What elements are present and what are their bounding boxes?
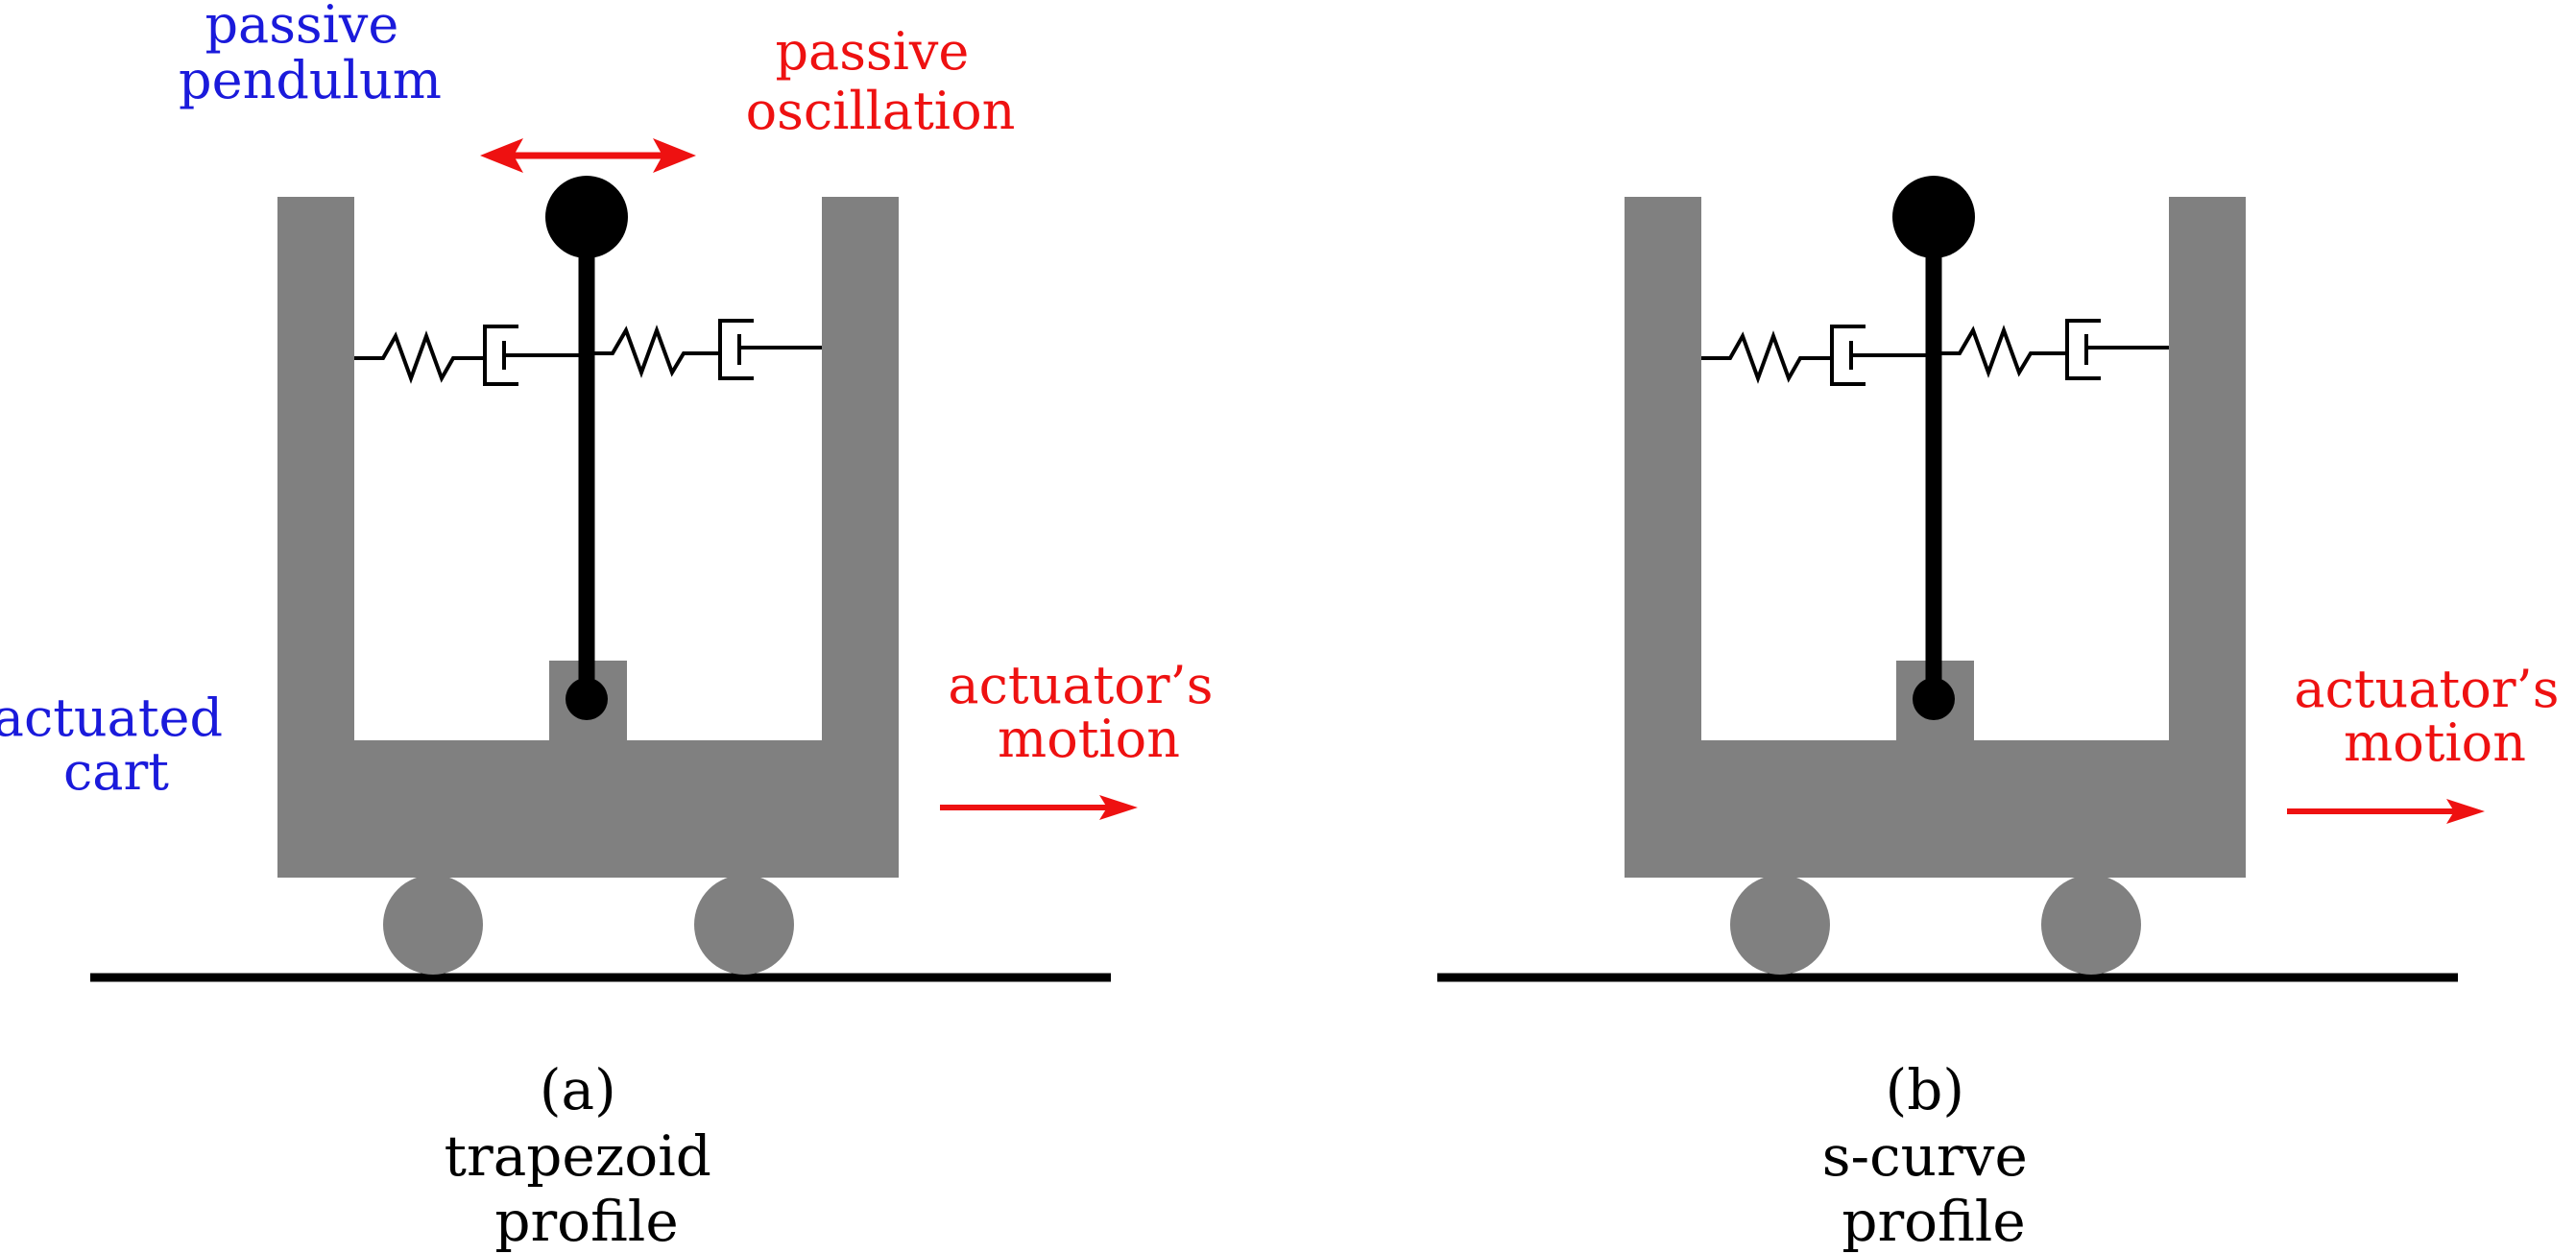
label-actuator-motion: actuator’s motion xyxy=(2294,659,2575,773)
spring-damper-right xyxy=(587,319,822,380)
wheel-right xyxy=(2041,875,2141,975)
label-passive-oscillation: passive oscillation xyxy=(746,21,1016,141)
caption-a: (a) trapezoid profile xyxy=(445,1057,730,1254)
caption-b: (b) s-curve profile xyxy=(1822,1057,2045,1254)
label-actuated-cart: actuated cart xyxy=(0,687,239,802)
panel-b: actuator’s motion (b) s-curve profile xyxy=(1437,176,2575,1254)
pivot-joint xyxy=(566,678,608,720)
cart-base xyxy=(1625,740,2246,878)
oscillation-arrow-icon xyxy=(480,138,696,173)
spring-damper-left xyxy=(354,325,587,386)
motion-arrow-icon xyxy=(2287,799,2485,824)
cart-wall-right xyxy=(822,197,899,740)
pivot-joint xyxy=(1913,678,1955,720)
spring-damper-left xyxy=(1701,325,1934,386)
wheel-left xyxy=(383,875,483,975)
cart-base xyxy=(277,740,899,878)
motion-arrow-icon xyxy=(940,795,1138,820)
pendulum-bob xyxy=(1892,176,1975,258)
label-passive-pendulum: passive pendulum xyxy=(179,0,442,110)
cart-wall-right xyxy=(2169,197,2246,740)
spring-damper-right xyxy=(1934,319,2169,380)
wheel-left xyxy=(1730,875,1830,975)
cart-wall-left xyxy=(277,197,354,740)
pendulum-bob xyxy=(545,176,628,258)
wheel-right xyxy=(694,875,794,975)
label-actuator-motion: actuator’s motion xyxy=(948,655,1229,769)
panel-a: passive pendulum passive oscillation act… xyxy=(0,0,1229,1254)
cart-wall-left xyxy=(1625,197,1701,740)
